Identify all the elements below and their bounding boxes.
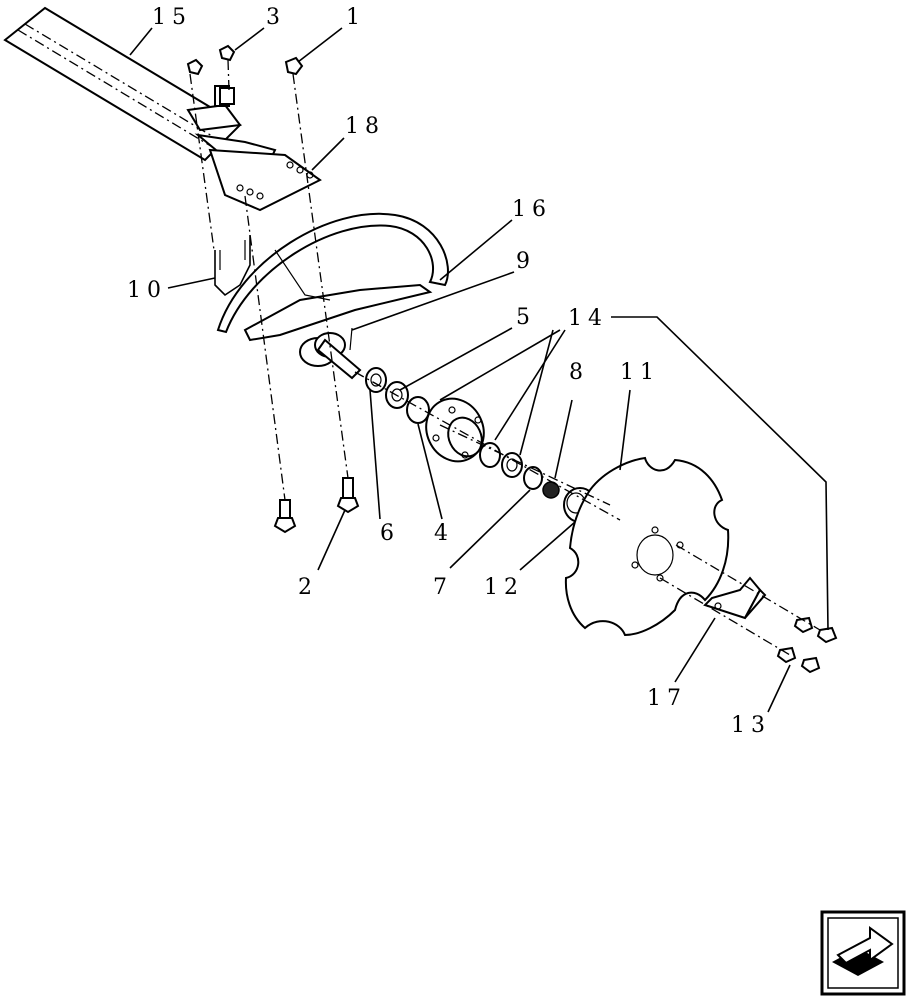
callout-16: 16 [512,197,552,222]
callout-9: 9 [516,249,536,274]
seals-and-washers [365,367,597,523]
callout-18: 18 [345,114,385,139]
callout-7: 7 [433,575,453,600]
callout-12: 12 [484,575,524,600]
spindle [299,327,362,380]
callout-15: 15 [152,5,192,30]
callout-17: 17 [647,686,687,711]
bolts [273,477,838,674]
callout-13: 13 [731,713,771,738]
nuts [186,44,304,105]
callout-10: 10 [127,278,167,303]
scraper-arm [216,212,449,342]
callout-5: 5 [516,305,536,330]
callout-2: 2 [298,575,318,600]
assembly-lines [189,59,821,656]
leader-lines [129,27,829,713]
callout-4: 4 [434,521,454,546]
callout-1: 1 [346,5,366,30]
disc-blade [564,456,730,637]
callout-6: 6 [380,521,400,546]
callout-labels: 15 3 1 18 16 9 10 5 14 8 11 6 4 2 7 12 1… [127,5,771,738]
next-page-button[interactable] [820,910,906,996]
callout-3: 3 [266,5,286,30]
callout-8: 8 [569,360,589,385]
mounting-bracket [208,148,322,212]
callout-14: 14 [568,306,608,331]
u-bolt [214,235,251,297]
scraper-bracket [703,576,767,620]
callout-11: 11 [620,360,660,385]
next-page-arrow-icon [832,926,894,976]
